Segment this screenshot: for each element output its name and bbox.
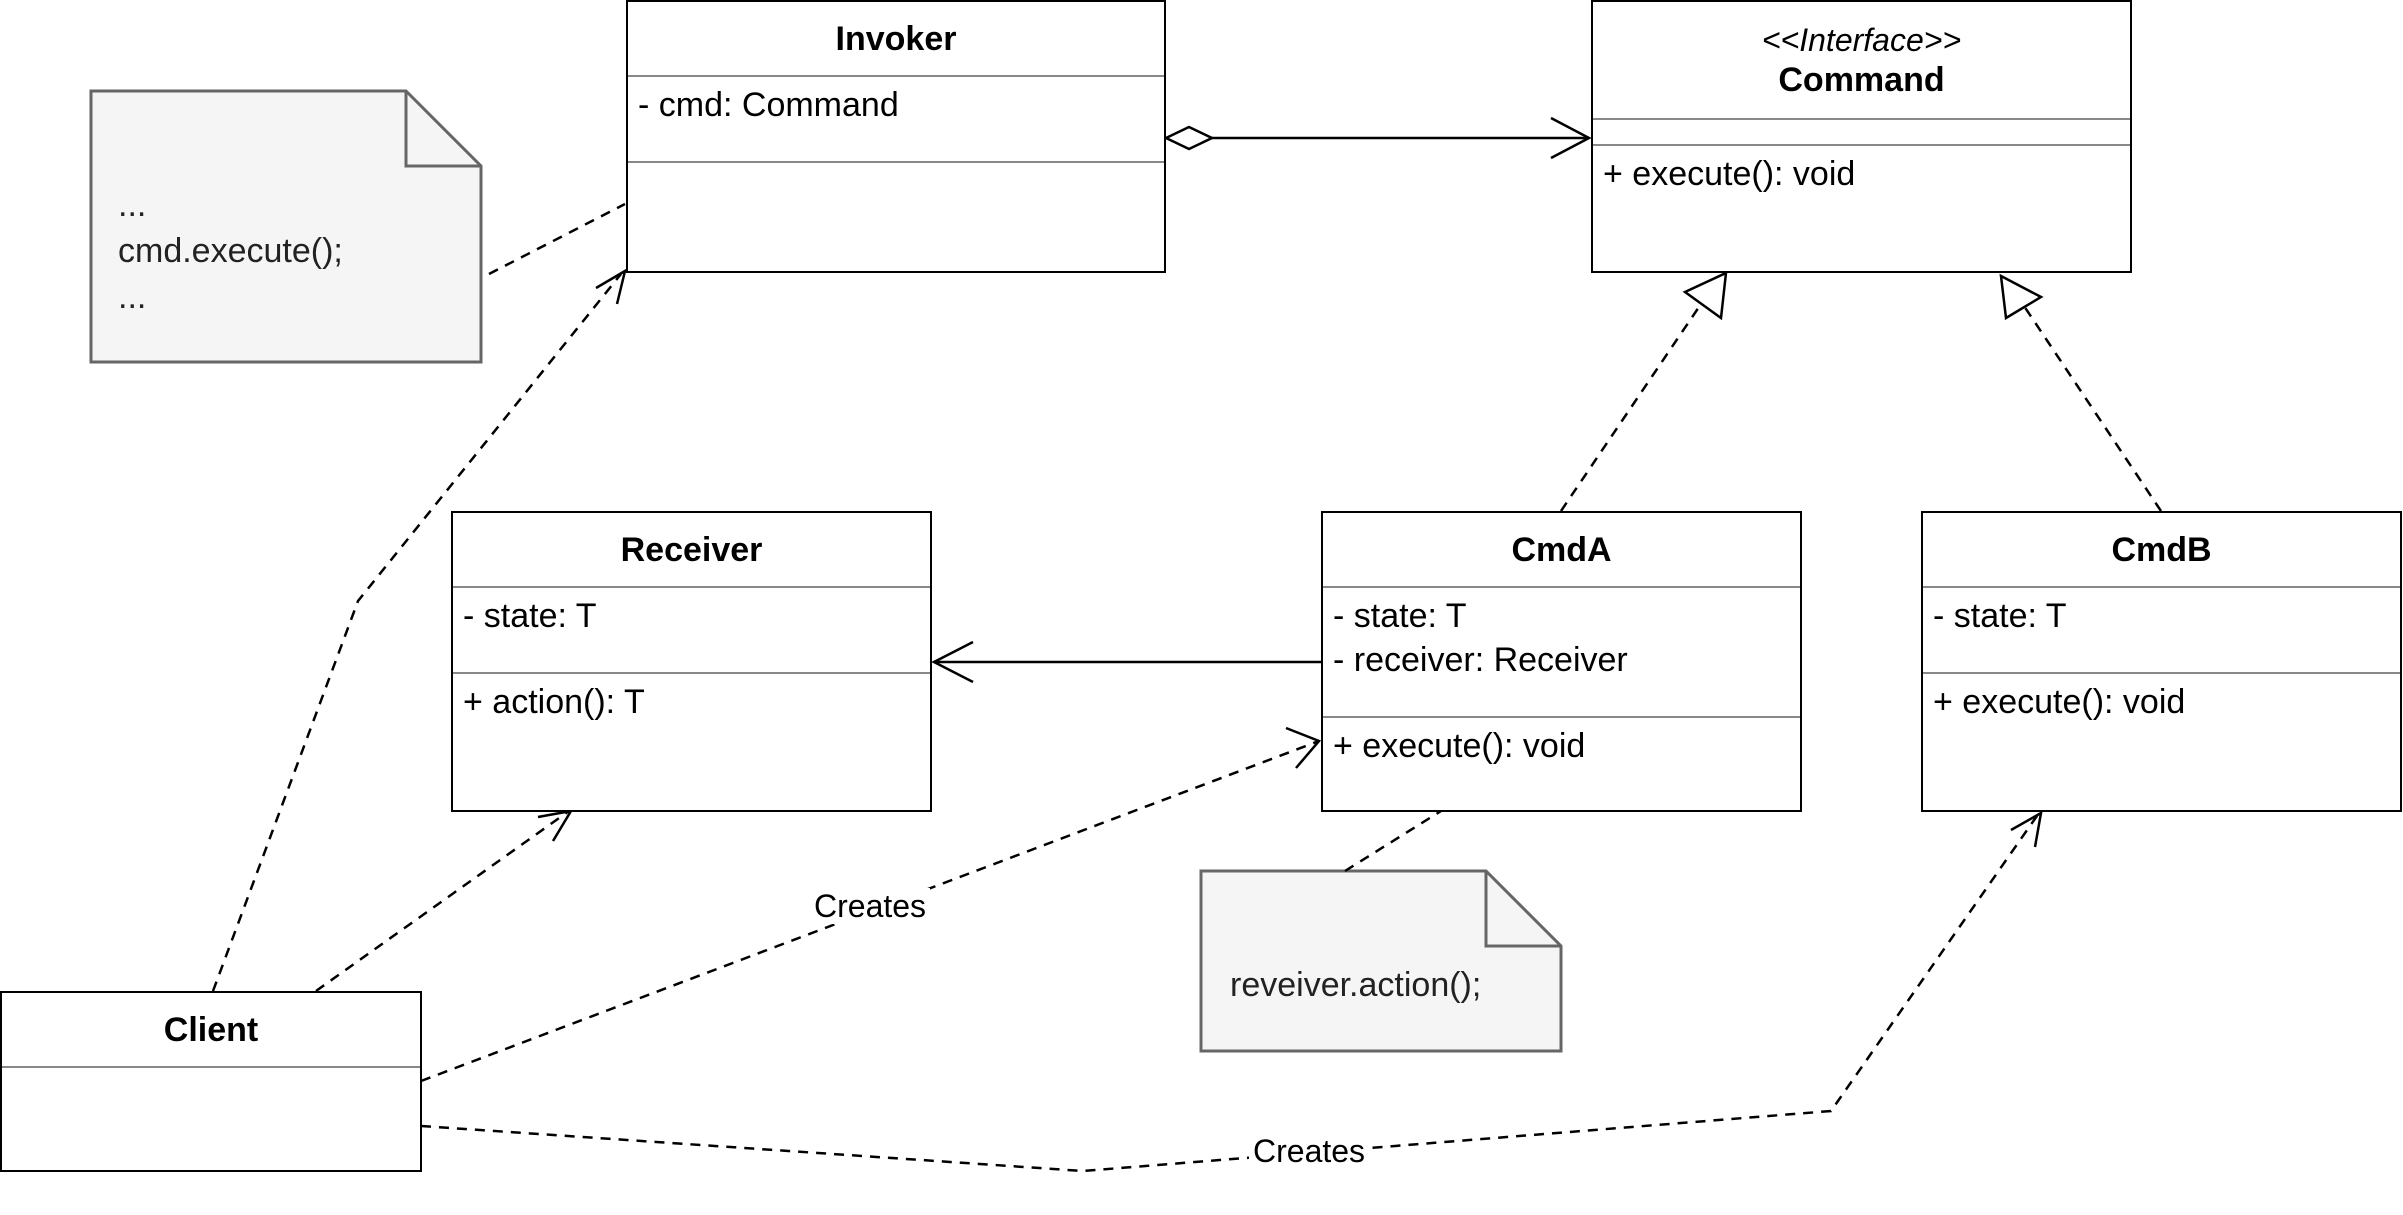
class-header: Receiver	[453, 513, 930, 586]
note-cmdA-anchor	[1344, 809, 1442, 873]
class-receiver[interactable]: Receiver - state: T + action(): T	[451, 511, 932, 812]
class-header: Invoker	[628, 2, 1164, 75]
dependency-client-cmdA	[420, 726, 1322, 1083]
class-command[interactable]: <<Interface>> Command + execute(): void	[1591, 0, 2132, 273]
edge-label-creates-cmdA: Creates	[810, 888, 931, 924]
class-title: Invoker	[835, 19, 957, 58]
attributes-section: - state: T	[1923, 588, 2400, 672]
note-invoker-text: ... cmd.execute(); ...	[118, 182, 343, 320]
note-line: reveiver.action();	[1230, 966, 1482, 1004]
class-header: CmdA	[1323, 513, 1800, 586]
class-stereotype: <<Interface>>	[1761, 22, 1962, 58]
attributes-section	[1593, 120, 2130, 144]
attributes-section: - state: T	[453, 588, 930, 672]
method: + execute(): void	[1603, 155, 1856, 193]
class-invoker[interactable]: Invoker - cmd: Command	[626, 0, 1166, 273]
class-header: <<Interface>> Command	[1593, 2, 2130, 118]
attributes-section: - cmd: Command	[628, 77, 1164, 161]
dependency-client-invoker	[211, 268, 627, 992]
note-line: ...	[118, 186, 147, 224]
methods-section: + action(): T	[453, 674, 930, 810]
note-cmdA-text: reveiver.action();	[1230, 962, 1481, 1008]
methods-section	[628, 163, 1164, 271]
attributes-section: - state: T - receiver: Receiver	[1323, 588, 1800, 716]
methods-section: + execute(): void	[1323, 718, 1800, 810]
methods-section: + execute(): void	[1923, 674, 2400, 810]
note-invoker-anchor	[488, 202, 626, 276]
note-line: ...	[118, 278, 147, 316]
realization-cmdB-command	[1999, 273, 2163, 512]
method: + action(): T	[463, 683, 645, 721]
class-title: Client	[163, 1010, 259, 1049]
class-header: Client	[2, 993, 420, 1066]
attribute: - state: T	[463, 597, 597, 635]
aggregation-invoker-command	[1163, 116, 1592, 160]
attribute: - receiver: Receiver	[1333, 641, 1628, 679]
attribute: - state: T	[1333, 597, 1467, 635]
attribute: - state: T	[1933, 597, 2067, 635]
edge-label-creates-cmdB: Creates	[1249, 1133, 1370, 1169]
association-cmdA-receiver	[931, 640, 1321, 684]
methods-section: + execute(): void	[1593, 146, 2130, 271]
attribute: - cmd: Command	[638, 86, 899, 124]
class-title: CmdB	[2111, 530, 2212, 569]
class-title: Receiver	[620, 530, 763, 569]
note-invoker	[89, 89, 483, 364]
attributes-section	[2, 1068, 420, 1170]
method: + execute(): void	[1333, 727, 1586, 765]
dependency-client-cmdB	[420, 810, 2043, 1173]
method: + execute(): void	[1933, 683, 2186, 721]
class-client[interactable]: Client	[0, 991, 422, 1172]
note-line: cmd.execute();	[118, 232, 343, 270]
class-cmdB[interactable]: CmdB - state: T + execute(): void	[1921, 511, 2402, 812]
realization-cmdA-command	[1559, 270, 1728, 512]
class-title: Command	[1778, 61, 1945, 99]
dependency-client-receiver	[315, 809, 574, 993]
class-title: CmdA	[1511, 530, 1612, 569]
class-header: CmdB	[1923, 513, 2400, 586]
note-cmdA	[1199, 869, 1563, 1053]
class-cmdA[interactable]: CmdA - state: T - receiver: Receiver + e…	[1321, 511, 1802, 812]
